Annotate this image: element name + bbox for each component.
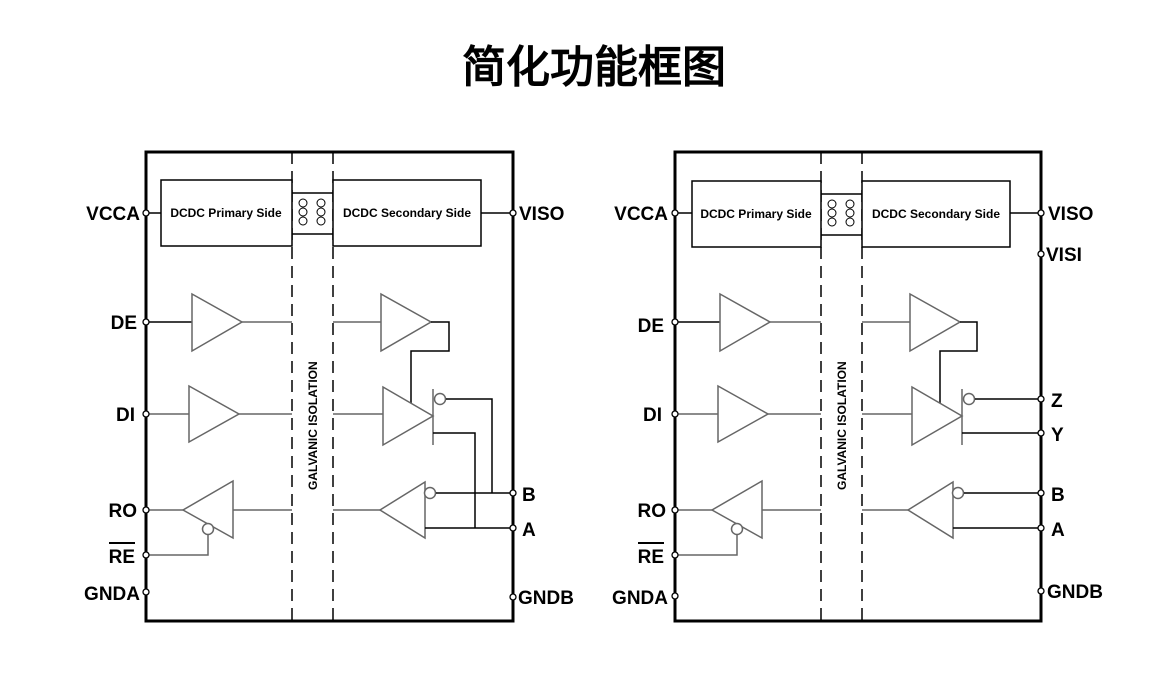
chip-outline	[144, 150, 515, 623]
driver-inverting-bubble-icon	[433, 392, 447, 406]
pin-label-gnda: GNDA	[84, 584, 140, 605]
re-enable-bubble-icon	[730, 522, 744, 536]
pin-viso	[1037, 209, 1045, 217]
pin-label-a: A	[522, 520, 536, 541]
pin-ro	[142, 506, 150, 514]
pin-b	[509, 489, 517, 497]
driver-icon	[911, 385, 964, 447]
di-buffer-icon	[717, 384, 770, 444]
pin-label-re: RE	[638, 547, 664, 568]
pin-label-vcca: VCCA	[86, 204, 140, 225]
pin-re	[142, 551, 150, 559]
transformer-icon	[292, 192, 333, 235]
dcdc-primary-block	[691, 180, 822, 248]
page-title: 简化功能框图	[462, 42, 726, 93]
pin-label-gndb: GNDB	[518, 588, 574, 609]
pin-ro	[671, 506, 679, 514]
pin-label-gnda: GNDA	[612, 588, 668, 609]
pin-de	[671, 318, 679, 326]
pin-gndb	[1037, 587, 1045, 595]
pin-vcca	[142, 209, 150, 217]
galvanic-isolation-label: GALVANIC ISOLATION	[835, 361, 849, 490]
re-enable-bubble-icon	[201, 522, 215, 536]
receiver-inverting-bubble-icon	[951, 486, 965, 500]
pin-gnda	[142, 588, 150, 596]
diagram-half-duplex: GALVANIC ISOLATION DCDC Primary Side DCD…	[84, 150, 574, 623]
pin-y	[1037, 429, 1045, 437]
pin-label-vcca: VCCA	[614, 204, 668, 225]
pin-a	[509, 524, 517, 532]
pin-de	[142, 318, 150, 326]
di-buffer-icon	[188, 384, 241, 444]
pin-label-viso: VISO	[1048, 204, 1093, 225]
diagram-full-duplex: GALVANIC ISOLATION DCDC Primary Side DCD…	[612, 150, 1103, 623]
pin-label-z: Z	[1051, 391, 1063, 412]
pin-gndb	[509, 593, 517, 601]
driver-inverting-bubble-icon	[962, 392, 976, 406]
pin-label-b: B	[522, 485, 536, 506]
receiver-icon	[378, 480, 426, 540]
pin-z	[1037, 395, 1045, 403]
pin-di	[671, 410, 679, 418]
dcdc-secondary-label: DCDC Secondary Side	[343, 206, 471, 220]
pin-di	[142, 410, 150, 418]
pin-label-re: RE	[109, 547, 135, 568]
pin-a	[1037, 524, 1045, 532]
dcdc-primary-block	[160, 179, 293, 247]
pin-label-di: DI	[643, 405, 662, 426]
de-iso-buffer-icon	[380, 292, 433, 353]
pin-label-viso: VISO	[519, 204, 564, 225]
pin-label-ro: RO	[109, 501, 138, 522]
chip-outline	[673, 150, 1043, 623]
pin-label-visi: VISI	[1046, 245, 1082, 266]
pin-label-di: DI	[116, 405, 135, 426]
dcdc-secondary-block	[861, 180, 1011, 248]
de-buffer-icon	[719, 292, 772, 353]
de-buffer-icon	[191, 292, 244, 353]
pin-label-de: DE	[111, 313, 137, 334]
pin-gnda	[671, 592, 679, 600]
transformer-icon	[821, 193, 862, 236]
dcdc-primary-label: DCDC Primary Side	[700, 207, 812, 221]
galvanic-isolation-label: GALVANIC ISOLATION	[306, 361, 320, 490]
pin-label-de: DE	[638, 316, 664, 337]
pin-label-ro: RO	[638, 501, 667, 522]
pin-label-a: A	[1051, 520, 1065, 541]
dcdc-primary-label: DCDC Primary Side	[170, 206, 282, 220]
receiver-icon	[906, 480, 954, 540]
receiver-inverting-bubble-icon	[423, 486, 437, 500]
dcdc-secondary-label: DCDC Secondary Side	[872, 207, 1000, 221]
pin-b	[1037, 489, 1045, 497]
pin-re	[671, 551, 679, 559]
pin-viso	[509, 209, 517, 217]
pin-label-gndb: GNDB	[1047, 582, 1103, 603]
pin-visi	[1037, 250, 1045, 258]
pin-vcca	[671, 209, 679, 217]
de-iso-buffer-icon	[909, 292, 962, 353]
pin-label-y: Y	[1051, 425, 1064, 446]
pin-label-b: B	[1051, 485, 1065, 506]
driver-icon	[382, 385, 435, 447]
